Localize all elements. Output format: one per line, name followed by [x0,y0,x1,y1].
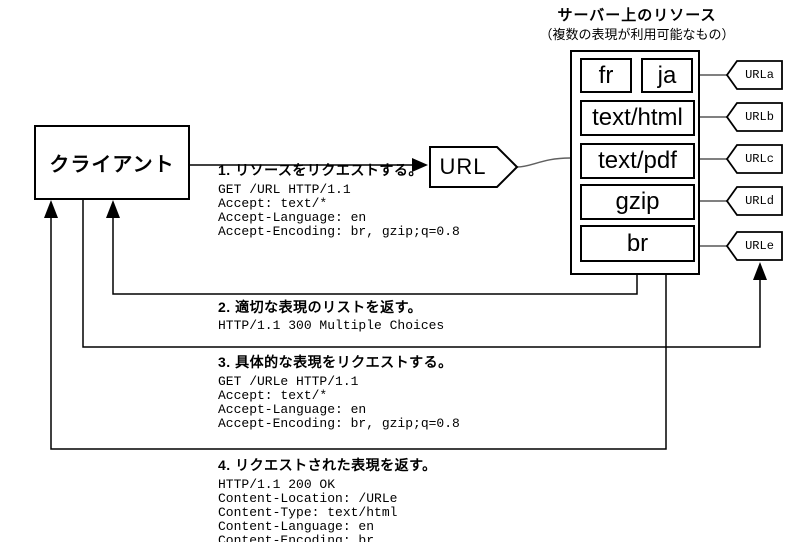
http-line: HTTP/1.1 200 OK [218,477,336,492]
tag-urle-label: URLe [745,239,774,253]
tag-urla-shape [725,60,783,90]
arrowhead-up-icon [44,200,58,218]
http-line: Accept-Encoding: br, gzip;q=0.8 [218,416,460,431]
message-1-heading: 1. リソースをリクエストする。 [218,162,423,178]
resource-box-text-html: text/html [580,100,695,136]
request-3-arrow [82,199,767,348]
tag-urlc-label: URLc [745,152,774,166]
response-4-arrow [44,200,667,450]
http-line: Content-Language: en [218,519,375,534]
message-2-heading: 2. 適切な表現のリストを返す。 [218,299,423,315]
http-line: GET /URLe HTTP/1.1 [218,374,359,389]
arrowhead-up-icon [106,200,120,218]
client-box: クライアント [34,125,190,200]
http-line: Accept-Language: en [218,402,367,417]
http-line: Content-Location: /URLe [218,491,398,506]
request-1-arrow [190,158,428,172]
resource-box-fr: fr [580,58,632,93]
response-2-arrow [106,200,638,295]
http-line: Accept-Language: en [218,210,367,225]
url-tag-connectors [693,74,730,247]
message-4-response: 4. リクエストされた表現を返す。 HTTP/1.1 200 OK Conten… [218,455,437,542]
message-4-heading: 4. リクエストされた表現を返す。 [218,457,437,473]
arrowhead-up-icon [753,262,767,280]
resource-box-gzip: gzip [580,184,695,220]
resource-box-text-pdf: text/pdf [580,143,695,179]
message-2-response: 2. 適切な表現のリストを返す。 HTTP/1.1 300 Multiple C… [218,297,444,333]
message-3-heading: 3. 具体的な表現をリクエストする。 [218,354,453,370]
url-node-shape [429,146,519,188]
url-node-label: URL [439,154,487,179]
tag-urld-shape [725,186,783,216]
server-resources-subtitle: （複数の表現が利用可能なもの） [539,27,735,42]
http-line: Content-Type: text/html [218,505,398,520]
http-line: Accept-Encoding: br, gzip;q=0.8 [218,224,460,239]
message-3-request: 3. 具体的な表現をリクエストする。 GET /URLe HTTP/1.1 Ac… [218,352,460,431]
http-line: Accept: text/* [218,388,328,403]
http-line: Accept: text/* [218,196,328,211]
http-line: HTTP/1.1 300 Multiple Choices [218,318,445,333]
tag-urle-shape [725,231,783,261]
tag-urld-label: URLd [745,194,774,208]
client-label: クライアント [49,154,175,176]
resource-box-br: br [580,225,695,262]
http-line: GET /URL HTTP/1.1 [218,182,351,197]
tag-urlb-label: URLb [745,110,774,124]
message-1-request: 1. リソースをリクエストする。 GET /URL HTTP/1.1 Accep… [218,160,460,239]
tag-urlc-shape [725,144,783,174]
resource-box-ja: ja [641,58,693,93]
server-resources-title: サーバー上のリソース [557,7,717,24]
tag-urla-label: URLa [745,68,774,82]
url-tag-shapes [725,60,783,261]
url-to-server-curve [516,157,571,168]
http-line: Content-Encoding: br [218,533,375,542]
tag-urlb-shape [725,102,783,132]
arrowhead-right-icon [412,158,428,172]
